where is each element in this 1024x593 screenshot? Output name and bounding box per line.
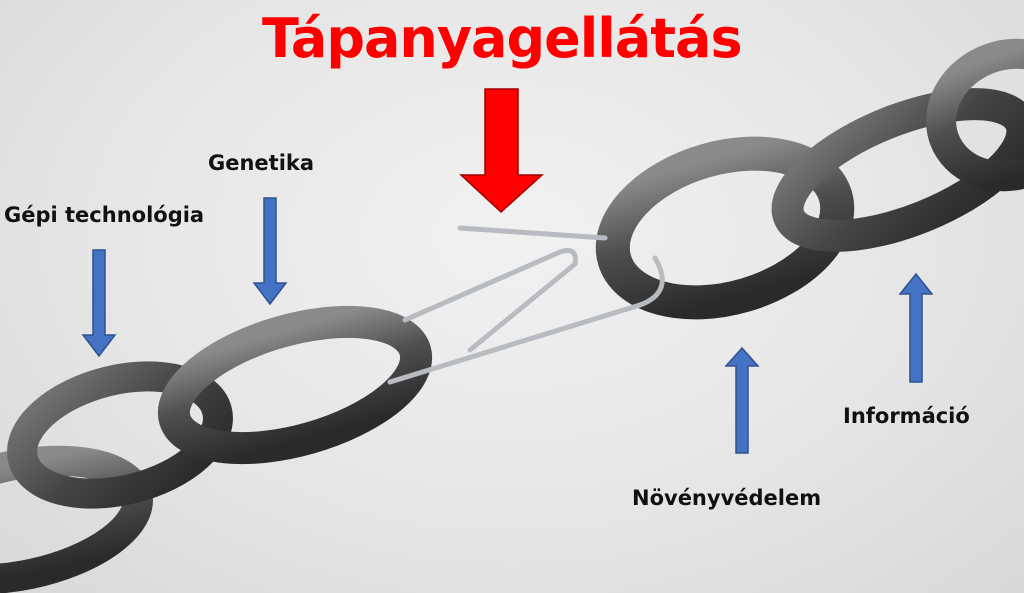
arrow-down-icon [252,197,288,306]
arrow-down-icon [81,249,117,358]
arrow-up-icon [724,346,760,454]
right-chain [595,38,1024,320]
label-gepi-technologia: Gépi technológia [4,203,205,227]
chain-link [7,361,233,509]
chain-link [595,136,855,320]
chain-link [926,38,1024,192]
label-genetika: Genetika [208,151,315,175]
chain-link [771,88,1024,252]
arrow-up-icon [898,272,934,383]
arrow-down-icon [459,88,544,214]
left-chain [0,305,433,593]
slide-title: Tápanyagellátás [262,7,743,70]
label-informacio: Információ [843,404,970,428]
chain-link [157,305,433,465]
label-novenyvedelem: Növényvédelem [632,486,822,510]
paperclip-icon [387,225,665,385]
